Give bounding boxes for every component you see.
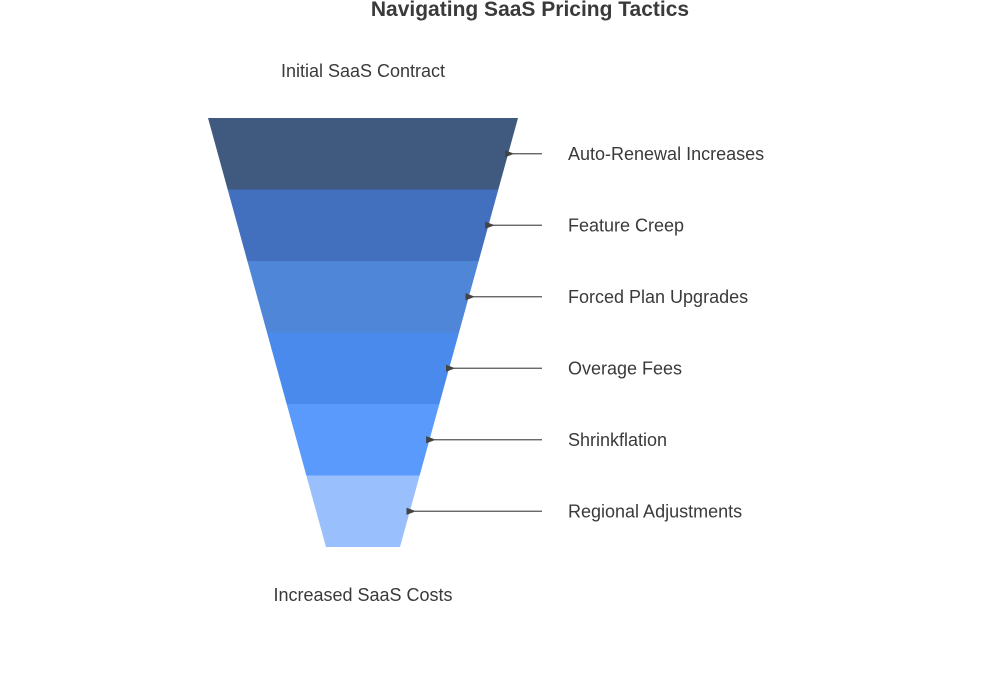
funnel-stage-1 [227,189,499,261]
stage-label: Forced Plan Upgrades [568,287,748,307]
stage-label: Overage Fees [568,358,682,378]
funnel-stage-5 [306,475,420,547]
funnel-top-label: Initial SaaS Contract [281,61,445,81]
funnel-bottom-label: Increased SaaS Costs [273,585,452,605]
funnel-stage-3 [267,332,459,404]
stage-label: Regional Adjustments [568,501,742,521]
funnel-stage-4 [286,404,440,476]
funnel-stage-0 [208,118,518,190]
stage-label: Feature Creep [568,215,684,235]
stage-label: Auto-Renewal Increases [568,144,764,164]
diagram-title: Navigating SaaS Pricing Tactics [371,0,689,21]
stage-label: Shrinkflation [568,430,667,450]
funnel-stage-2 [247,261,479,333]
